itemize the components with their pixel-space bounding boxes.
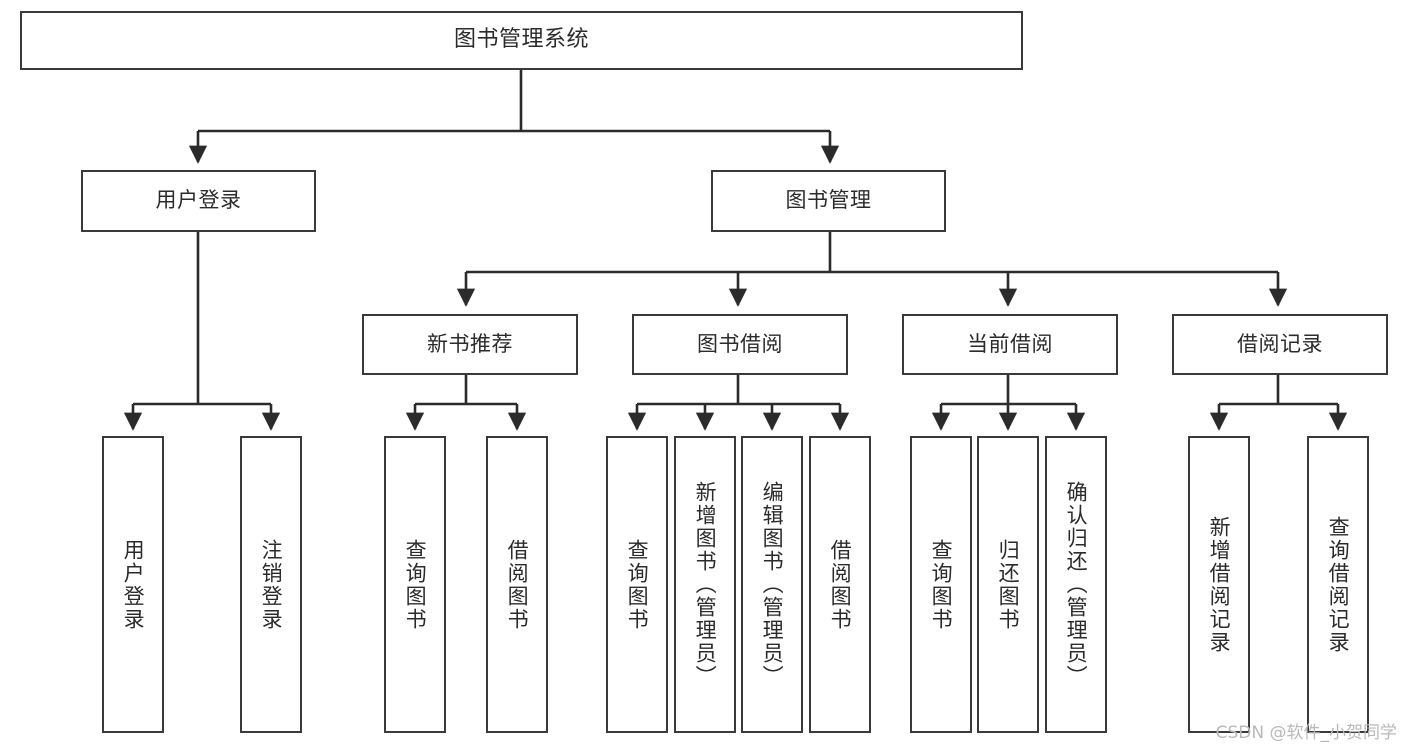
node-book-manage-label: 图书管理 xyxy=(785,188,872,213)
leaf-borrow-book-2[interactable]: 借阅图书 xyxy=(809,436,871,733)
leaf-logout-login-label: 注销登录 xyxy=(259,538,284,631)
leaf-confirm-return[interactable]: 确认归还（管理员） xyxy=(1045,436,1107,733)
leaf-add-book-label: 新增图书（管理员） xyxy=(693,481,718,688)
leaf-return-book-label: 归还图书 xyxy=(996,538,1021,631)
leaf-query-book-3[interactable]: 查询图书 xyxy=(910,436,972,733)
leaf-add-record[interactable]: 新增借阅记录 xyxy=(1188,436,1250,733)
leaf-query-record-label: 查询借阅记录 xyxy=(1326,515,1351,654)
leaf-return-book[interactable]: 归还图书 xyxy=(977,436,1039,733)
leaf-query-book-1[interactable]: 查询图书 xyxy=(384,436,446,733)
node-borrow-record[interactable]: 借阅记录 xyxy=(1172,314,1388,375)
node-book-borrow-label: 图书借阅 xyxy=(697,331,783,356)
node-current-borrow-label: 当前借阅 xyxy=(967,331,1053,356)
leaf-query-book-2-label: 查询图书 xyxy=(625,538,650,631)
leaf-borrow-book-1-label: 借阅图书 xyxy=(505,538,530,631)
leaf-query-book-3-label: 查询图书 xyxy=(929,538,954,631)
leaf-borrow-book-1[interactable]: 借阅图书 xyxy=(486,436,548,733)
leaf-query-book-1-label: 查询图书 xyxy=(403,538,428,631)
node-new-book-rec-label: 新书推荐 xyxy=(427,331,513,356)
leaf-borrow-book-2-label: 借阅图书 xyxy=(828,538,853,631)
leaf-add-record-label: 新增借阅记录 xyxy=(1207,515,1232,654)
node-new-book-rec[interactable]: 新书推荐 xyxy=(362,314,578,375)
leaf-query-book-2[interactable]: 查询图书 xyxy=(606,436,668,733)
leaf-user-login-label: 用户登录 xyxy=(121,538,146,631)
leaf-logout-login[interactable]: 注销登录 xyxy=(240,436,302,733)
node-book-manage[interactable]: 图书管理 xyxy=(711,170,946,232)
csdn-watermark: CSDN @软件_小贺同学 xyxy=(1215,723,1397,743)
node-current-borrow[interactable]: 当前借阅 xyxy=(902,314,1118,375)
leaf-add-book[interactable]: 新增图书（管理员） xyxy=(674,436,736,733)
node-user-login[interactable]: 用户登录 xyxy=(81,170,316,232)
leaf-edit-book-label: 编辑图书（管理员） xyxy=(760,481,785,688)
node-book-borrow[interactable]: 图书借阅 xyxy=(632,314,848,375)
node-root-system[interactable]: 图书管理系统 xyxy=(20,11,1023,70)
leaf-confirm-return-label: 确认归还（管理员） xyxy=(1064,481,1089,688)
leaf-query-record[interactable]: 查询借阅记录 xyxy=(1307,436,1369,733)
node-borrow-record-label: 借阅记录 xyxy=(1237,331,1323,356)
leaf-user-login[interactable]: 用户登录 xyxy=(102,436,164,733)
node-root-system-label: 图书管理系统 xyxy=(453,27,589,53)
leaf-edit-book[interactable]: 编辑图书（管理员） xyxy=(741,436,803,733)
node-user-login-label: 用户登录 xyxy=(155,188,242,213)
